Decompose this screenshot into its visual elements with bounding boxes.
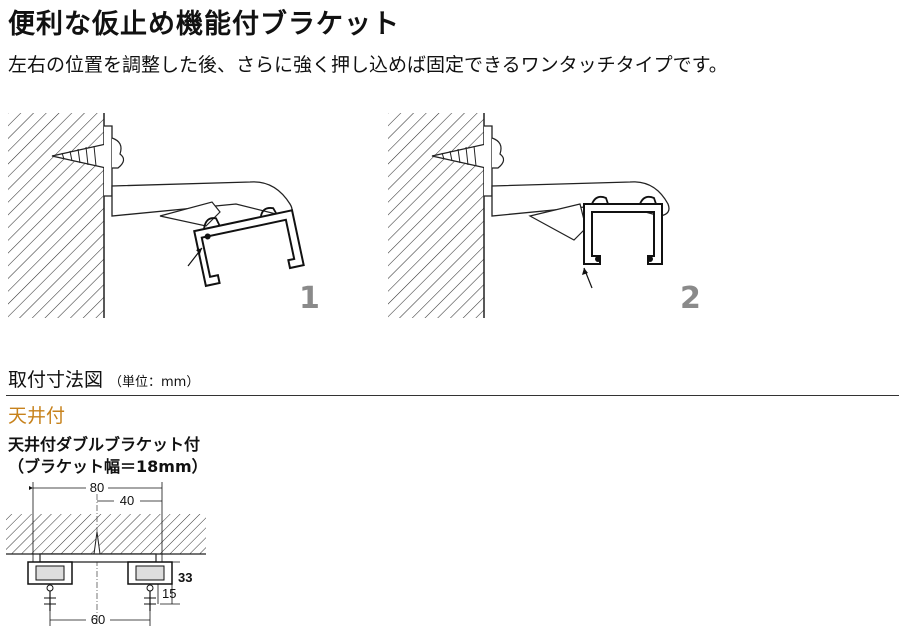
item-name: 天井付ダブルブラケット付 bbox=[8, 435, 201, 454]
step2-diagram bbox=[388, 113, 670, 318]
rail-left bbox=[27, 561, 73, 611]
wall bbox=[388, 113, 484, 318]
category-label: 天井付 bbox=[8, 405, 66, 427]
step1-number: 1 bbox=[299, 281, 320, 316]
ceiling bbox=[6, 514, 206, 554]
item-note: （ブラケット幅＝18mm） bbox=[8, 457, 208, 476]
dim-height: 33 bbox=[178, 570, 192, 585]
ceiling-bracket bbox=[39, 553, 157, 563]
dimension-drawing: 80 40 33 15 60 bbox=[6, 480, 206, 627]
step1-diagram bbox=[8, 113, 305, 318]
dim-bottom: 60 bbox=[91, 612, 105, 627]
section-unit: （単位：mm） bbox=[109, 375, 200, 390]
wall bbox=[8, 113, 104, 318]
page-subtitle: 左右の位置を調整した後、さらに強く押し込めば固定できるワンタッチタイプです。 bbox=[8, 54, 728, 76]
section-heading: 取付寸法図 （単位：mm） bbox=[8, 365, 199, 392]
dim-top-inner: 40 bbox=[120, 493, 134, 508]
section-divider bbox=[6, 395, 899, 396]
dim-top-outer: 80 bbox=[90, 480, 104, 495]
step2-number: 2 bbox=[680, 281, 701, 316]
dim-height-inner: 15 bbox=[162, 586, 176, 601]
section-heading-text: 取付寸法図 bbox=[8, 369, 104, 391]
curtain-rail bbox=[193, 207, 305, 288]
page-title: 便利な仮止め機能付ブラケット bbox=[8, 9, 400, 40]
rail-right bbox=[127, 561, 173, 611]
curtain-rail bbox=[583, 195, 663, 265]
